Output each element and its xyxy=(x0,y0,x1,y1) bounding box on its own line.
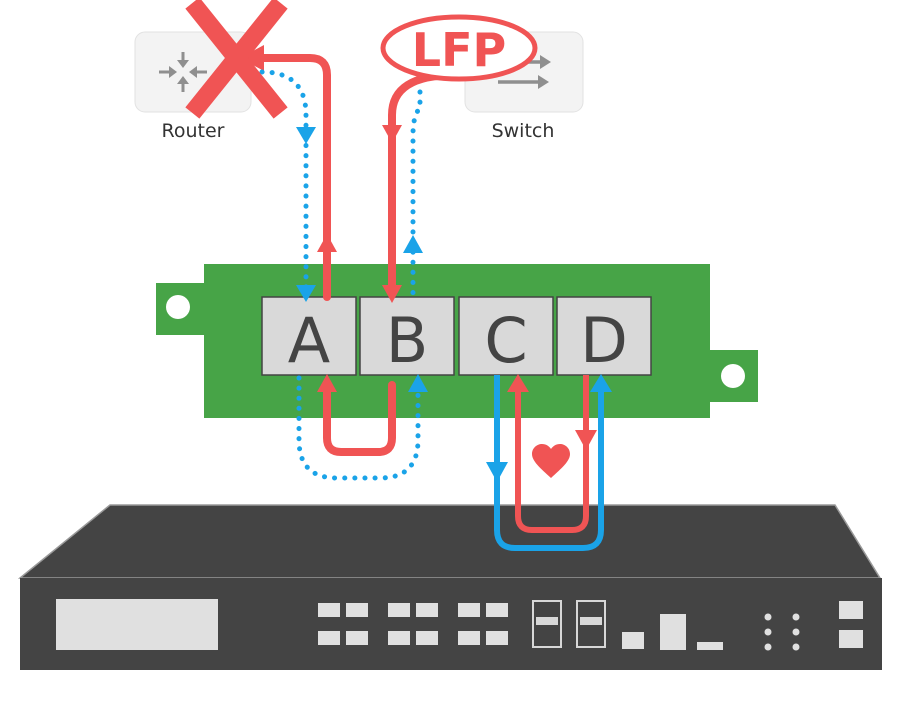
router-icon xyxy=(159,52,207,92)
mount-hole-right xyxy=(721,364,745,388)
port-b[interactable]: B xyxy=(359,296,455,377)
port-b-face xyxy=(359,296,455,376)
chassis-ports-group-1 xyxy=(318,603,368,645)
lfp-ellipse xyxy=(380,14,538,82)
lfp-label: LFP xyxy=(412,23,506,77)
port-d[interactable]: D xyxy=(556,296,652,377)
port-a-face xyxy=(261,296,357,376)
port-a[interactable]: A xyxy=(261,296,357,377)
port-letter-b: B xyxy=(386,304,429,377)
chassis xyxy=(17,504,882,670)
port-c[interactable]: C xyxy=(458,296,554,377)
link-switch-ab-blue xyxy=(403,89,423,296)
port-letter-c: C xyxy=(484,304,527,377)
port-letter-a: A xyxy=(288,304,330,377)
chassis-display xyxy=(56,599,218,650)
lfp-tag: LFP xyxy=(380,14,538,82)
mount-hole-left xyxy=(166,295,190,319)
chassis-top xyxy=(17,504,882,579)
chassis-leds xyxy=(764,613,800,651)
router-label: Router xyxy=(162,120,225,142)
link-router-ab-red xyxy=(240,45,337,301)
chassis-sfp-slots xyxy=(532,600,606,648)
link-cd-red xyxy=(507,374,597,533)
port-letter-d: D xyxy=(580,304,628,377)
x-mark-icon xyxy=(185,0,288,119)
transceiver-module: A B C D xyxy=(156,264,758,418)
chassis-console-ports xyxy=(622,614,723,650)
chassis-ports-group-2 xyxy=(388,603,438,645)
switch-label: Switch xyxy=(492,120,555,142)
link-cd-blue xyxy=(486,374,612,551)
loopback-ab-blue xyxy=(296,374,428,481)
heart-icon xyxy=(532,444,570,478)
port-d-face xyxy=(556,296,652,376)
chassis-ports-group-3 xyxy=(458,603,508,645)
link-router-ab-blue xyxy=(259,69,316,302)
chassis-mgmt-ports xyxy=(839,601,863,648)
port-c-face xyxy=(458,296,554,376)
loopback-ab-red xyxy=(317,374,396,456)
